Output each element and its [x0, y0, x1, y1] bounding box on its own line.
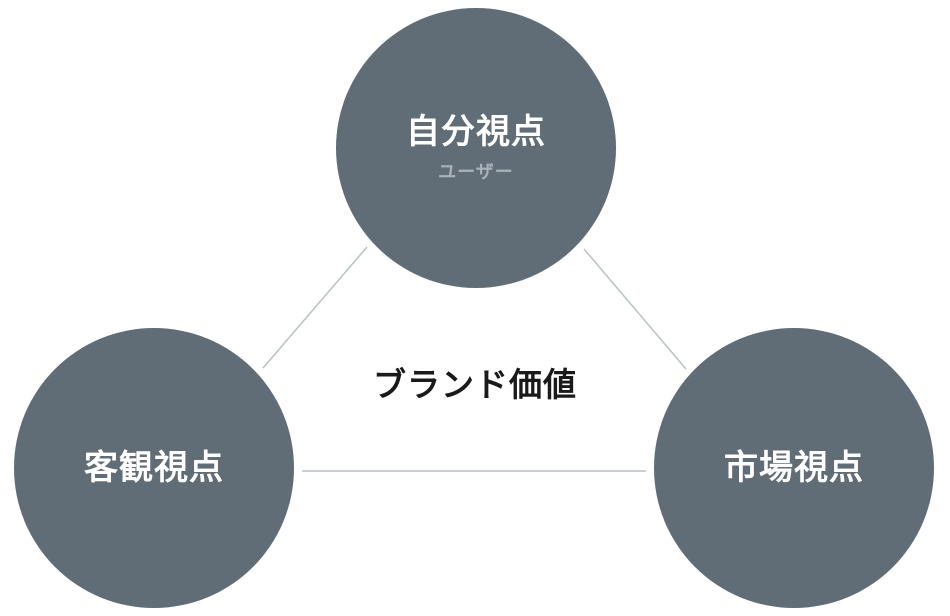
node-self-perspective: 自分視点 ユーザー	[336, 8, 616, 288]
connector-top-right	[583, 248, 687, 370]
node-market-title: 市場視点	[724, 447, 864, 488]
node-objective-perspective: 客観視点	[14, 328, 294, 608]
node-self-subtitle: ユーザー	[438, 162, 514, 184]
node-self-title: 自分視点	[406, 111, 546, 152]
node-market-perspective: 市場視点	[654, 328, 934, 608]
center-label-brand-value: ブランド価値	[373, 365, 577, 404]
connector-top-left	[262, 246, 368, 369]
node-objective-title: 客観視点	[84, 447, 224, 488]
